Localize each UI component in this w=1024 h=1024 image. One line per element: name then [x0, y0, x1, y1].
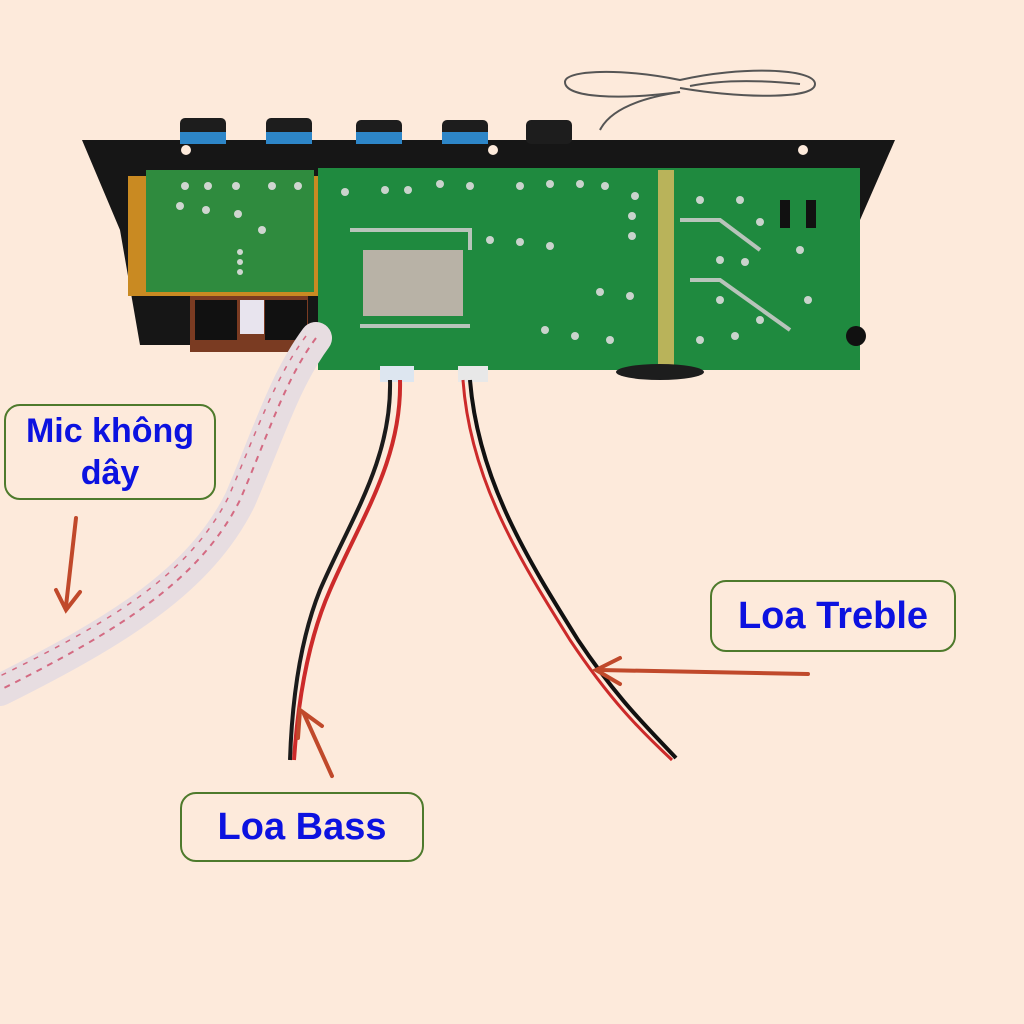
ribbon-stripe — [0, 337, 317, 691]
label-loa-treble: Loa Treble — [710, 580, 956, 652]
treble-arrow — [598, 668, 810, 676]
treble-wire-red — [461, 379, 674, 762]
bass-wire-black — [288, 379, 393, 761]
white-connector — [240, 300, 264, 334]
bass-wire-connector — [380, 366, 414, 382]
treble-wire-connector — [458, 366, 488, 382]
mic-board — [146, 170, 314, 292]
bass-arrow — [302, 712, 334, 778]
main-pcb-solder-pads — [341, 180, 812, 344]
pcb-component — [846, 326, 866, 346]
mic-board-solder-pads — [176, 182, 302, 275]
ribbon-stripe — [0, 335, 307, 677]
transistor — [780, 200, 790, 228]
pcb-traces — [350, 218, 792, 332]
label-loa-bass: Loa Bass — [180, 792, 424, 862]
mic-arrow — [64, 516, 78, 608]
bracket-hole — [488, 145, 498, 155]
heatsink-pad — [363, 250, 463, 316]
treble-arrowhead — [591, 656, 622, 686]
pcb-divider-strip — [658, 170, 674, 368]
label-treble-text: Loa Treble — [737, 594, 929, 637]
mic-arrowhead — [54, 588, 82, 614]
label-bass-text: Loa Bass — [217, 805, 387, 848]
bracket-hole — [798, 145, 808, 155]
pointer-arrows — [54, 516, 810, 778]
label-mic-khong-day: Mic không dây — [4, 404, 216, 500]
antenna-wire — [563, 69, 817, 131]
treble-wire-black — [468, 379, 678, 760]
underside-part — [616, 364, 704, 380]
control-knobs — [180, 118, 572, 144]
label-mic-text: Mic không dây — [25, 412, 195, 492]
transistor — [806, 200, 816, 228]
bracket-hole — [181, 145, 191, 155]
bass-wire-red — [292, 379, 403, 761]
bass-arrowhead — [296, 706, 324, 740]
connector-block — [195, 300, 237, 340]
